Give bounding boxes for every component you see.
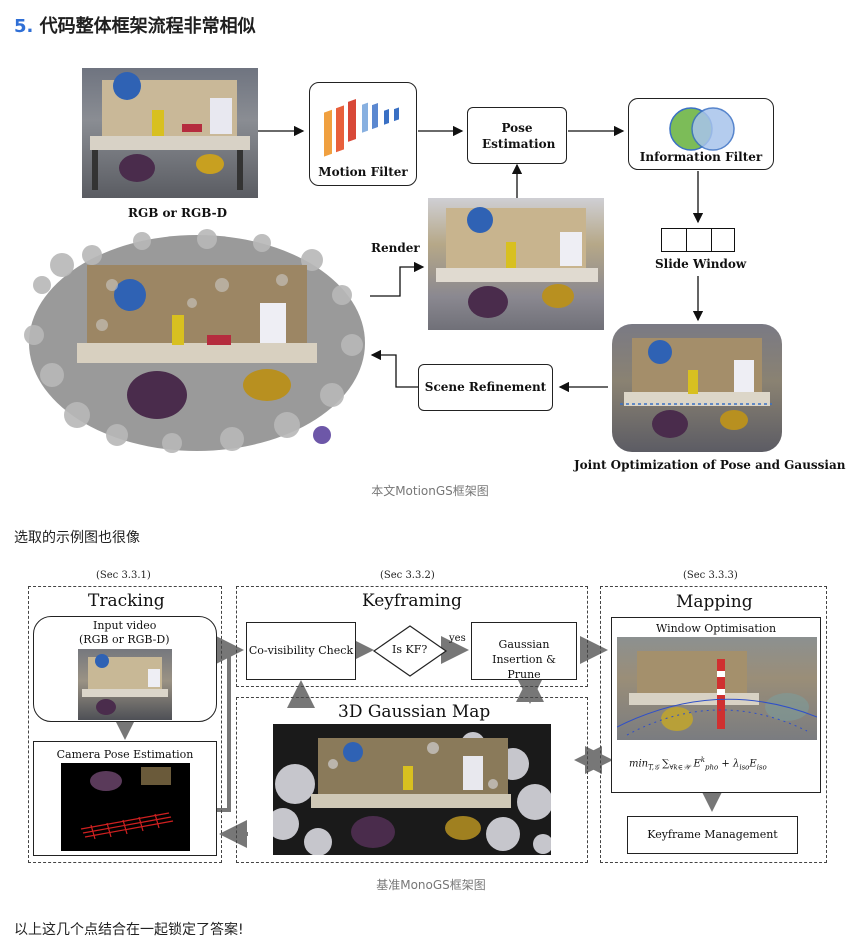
filter-layers-icon bbox=[324, 98, 399, 157]
tracking-title: Tracking bbox=[88, 591, 165, 611]
mapping-section-ref: (Sec 3.3.3) bbox=[683, 570, 738, 581]
gaussian-insertion-label: Gaussian Insertion & Prune bbox=[492, 638, 556, 681]
input-video-label: Input video bbox=[93, 619, 157, 632]
keyframing-panel bbox=[236, 586, 588, 687]
mapping-panel bbox=[600, 586, 827, 863]
paragraph-1: 选取的示例图也很像 bbox=[14, 530, 140, 546]
slide-window-icon bbox=[661, 228, 735, 252]
mapping-title: Mapping bbox=[676, 592, 753, 612]
motion-filter-box: Motion Filter bbox=[309, 82, 417, 186]
rendered-image bbox=[428, 198, 604, 330]
window-optimisation-image bbox=[617, 637, 817, 740]
motion-filter-label: Motion Filter bbox=[318, 165, 408, 179]
input-video-sublabel: (RGB or RGB-D) bbox=[79, 633, 170, 646]
joint-optimization-image bbox=[612, 324, 782, 452]
input-video-frame bbox=[78, 649, 172, 720]
rgb-input-image bbox=[82, 68, 258, 198]
joint-optimization-label: Joint Optimization of Pose and Gaussian bbox=[574, 458, 846, 472]
slide-window-label: Slide Window bbox=[655, 257, 747, 271]
keyframing-section-ref: (Sec 3.3.2) bbox=[380, 570, 435, 581]
section-title: 代码整体框架流程非常相似 bbox=[39, 16, 256, 37]
camera-trajectory-image bbox=[61, 763, 190, 851]
pose-estimation-label: Pose Estimation bbox=[482, 121, 556, 151]
render-label: Render bbox=[371, 241, 420, 255]
pose-estimation-box: Pose Estimation bbox=[467, 107, 567, 164]
rgb-label: RGB or RGB-D bbox=[128, 206, 228, 220]
gaussian-insertion-box: Gaussian Insertion & Prune bbox=[471, 622, 577, 681]
gaussian-point-cloud bbox=[22, 225, 367, 455]
camera-pose-label: Camera Pose Estimation bbox=[56, 748, 194, 761]
figure1-arrows bbox=[258, 125, 704, 393]
keyframe-management-label: Keyframe Management bbox=[647, 828, 778, 841]
scene-refinement-box: Scene Refinement bbox=[418, 364, 553, 411]
gaussian-map-image bbox=[273, 724, 551, 855]
tracking-panel bbox=[28, 586, 222, 863]
covisibility-check-box: Co-visibility Check bbox=[246, 622, 356, 680]
yes-label: yes bbox=[449, 633, 466, 644]
gaussian-map-title: 3D Gaussian Map bbox=[338, 702, 491, 722]
covisibility-check-label: Co-visibility Check bbox=[248, 644, 354, 657]
section-number: 5. bbox=[14, 16, 34, 37]
keyframe-management-box: Keyframe Management bbox=[627, 816, 798, 854]
gaussian-map-panel bbox=[236, 697, 588, 863]
figure2-caption: 基准MonoGS框架图 bbox=[376, 878, 486, 892]
is-kf-decision-diamond bbox=[372, 625, 448, 677]
tracking-section-ref: (Sec 3.3.1) bbox=[96, 570, 151, 581]
information-filter-label: Information Filter bbox=[639, 150, 763, 164]
optimisation-formula: minT,𝒢 ∑∀k∈𝒲 Ekpho + λisoEiso bbox=[629, 756, 767, 772]
scene-refinement-label: Scene Refinement bbox=[424, 380, 547, 394]
venn-icon bbox=[669, 107, 735, 151]
information-filter-box: Information Filter bbox=[628, 98, 774, 170]
window-optimisation-label: Window Optimisation bbox=[655, 622, 777, 635]
is-kf-label: Is KF? bbox=[392, 643, 428, 656]
figure1-caption: 本文MotionGS框架图 bbox=[371, 484, 489, 498]
paragraph-2: 以上这几个点结合在一起锁定了答案! bbox=[14, 922, 244, 938]
keyframing-title: Keyframing bbox=[362, 591, 462, 611]
section-heading: 5. 代码整体框架流程非常相似 bbox=[14, 12, 256, 38]
